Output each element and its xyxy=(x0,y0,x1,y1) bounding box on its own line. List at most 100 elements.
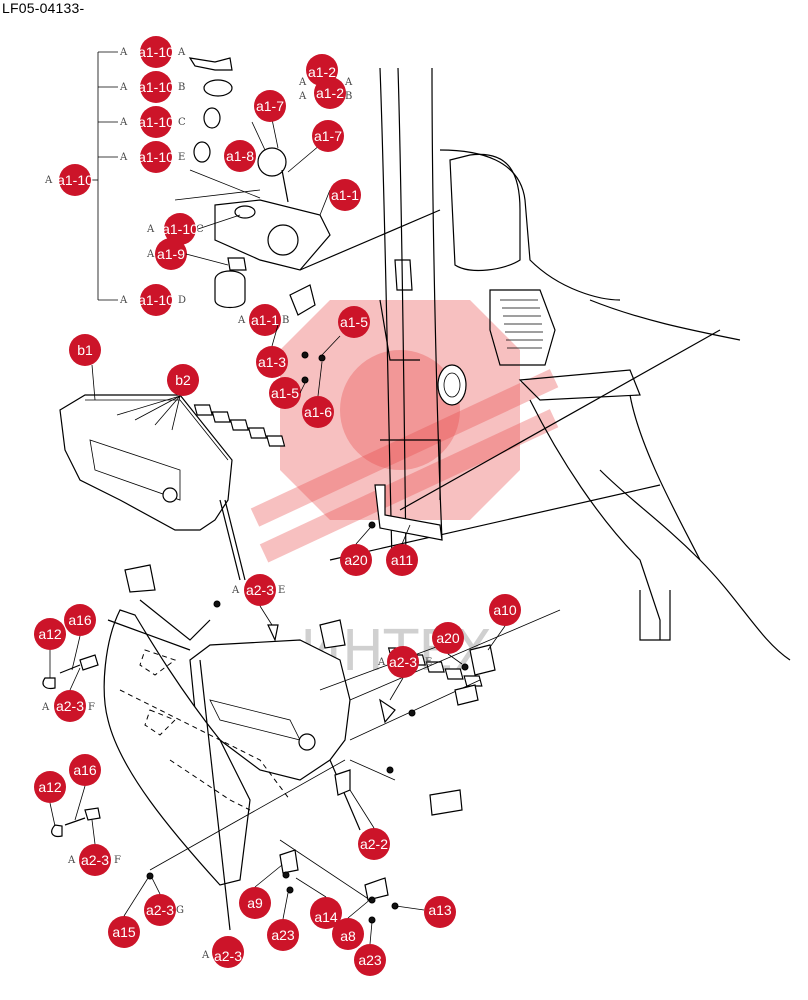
svg-text:a8: a8 xyxy=(340,928,356,944)
callout-a16-top: a16 xyxy=(64,604,96,636)
callout-b1: b1 xyxy=(69,334,101,366)
bracket-a11 xyxy=(368,484,443,541)
callouts: a1-10 a1-10 a1-10 a1-10 a1-10 a1-10 a1-2… xyxy=(34,36,521,976)
tree-prefix: A xyxy=(119,82,128,93)
svg-text:a20: a20 xyxy=(344,552,368,568)
svg-text:a16: a16 xyxy=(73,762,97,778)
callout-a2-2: a2-2 xyxy=(358,828,390,860)
tree-prefix: A xyxy=(119,47,128,58)
callout-a1-9: a1-9 xyxy=(155,238,187,270)
svg-text:a2-3: a2-3 xyxy=(246,582,274,598)
callout-a2-3g: a2-3 xyxy=(144,894,176,926)
svg-text:a1-5: a1-5 xyxy=(340,314,368,330)
upper-dash-panel xyxy=(59,394,286,581)
svg-text:a2-3: a2-3 xyxy=(214,948,242,964)
tree-prefix: A xyxy=(201,950,210,961)
tree-prefix: A xyxy=(119,295,128,306)
callout-a1-10-c2: a1-10 xyxy=(162,213,198,245)
tree-prefix: A xyxy=(119,152,128,163)
tree-prefix: A xyxy=(44,175,53,186)
callout-a16-bot: a16 xyxy=(69,754,101,786)
callout-a12-top: a12 xyxy=(34,618,66,650)
callout-a1-10-c: a1-10 xyxy=(138,106,174,138)
tree-suffix: E xyxy=(178,152,185,163)
svg-text:a1-1: a1-1 xyxy=(331,187,359,203)
tree-suffix: B xyxy=(282,315,289,326)
callout-a9: a9 xyxy=(239,887,271,919)
svg-text:a1-10: a1-10 xyxy=(138,44,174,60)
svg-text:a1-3: a1-3 xyxy=(258,354,286,370)
tree-suffix: F xyxy=(88,702,95,713)
callout-a2-3f-top: a2-3 xyxy=(54,690,86,722)
tree-suffix: E xyxy=(425,657,432,668)
tree-prefix: A xyxy=(377,657,386,668)
callout-a23-left: a23 xyxy=(267,919,299,951)
tree-prefix: A xyxy=(237,315,246,326)
svg-text:a12: a12 xyxy=(38,626,62,642)
callout-a11: a11 xyxy=(386,544,418,576)
callout-a1-10-b: a1-10 xyxy=(138,71,174,103)
callout-a2-3e-mid: a2-3 xyxy=(387,646,419,678)
svg-text:a14: a14 xyxy=(314,909,338,925)
tree-suffix: B xyxy=(345,91,352,102)
svg-text:a2-3: a2-3 xyxy=(146,902,174,918)
svg-text:a1-8: a1-8 xyxy=(226,148,254,164)
svg-text:a1-10: a1-10 xyxy=(138,149,174,165)
callout-a2-3f-bot: a2-3 xyxy=(79,844,111,876)
callout-a14: a14 xyxy=(310,897,342,929)
callout-a1-3: a1-3 xyxy=(256,346,288,378)
callout-a1-10-a: a1-10 xyxy=(138,36,174,68)
callout-a1-5-bot: a1-5 xyxy=(269,377,301,409)
svg-text:a1-9: a1-9 xyxy=(157,246,185,262)
svg-text:a1-10: a1-10 xyxy=(57,172,93,188)
svg-text:a10: a10 xyxy=(493,602,517,618)
svg-text:a1-1: a1-1 xyxy=(251,312,279,328)
svg-text:a1-5: a1-5 xyxy=(271,385,299,401)
svg-text:a12: a12 xyxy=(38,779,62,795)
leader-lines xyxy=(49,214,506,945)
lower-console xyxy=(42,564,561,931)
tree-suffix: G xyxy=(176,905,184,916)
svg-text:a16: a16 xyxy=(68,612,92,628)
svg-text:b2: b2 xyxy=(175,372,191,388)
cab-side-panel xyxy=(299,67,791,661)
svg-text:a1-10: a1-10 xyxy=(162,221,198,237)
tree-suffix: C xyxy=(196,224,204,235)
callout-a1-10-parent: a1-10 xyxy=(57,164,93,196)
callout-b2: b2 xyxy=(167,364,199,396)
svg-text:a2-2: a2-2 xyxy=(360,836,388,852)
callout-a20-right: a20 xyxy=(432,622,464,654)
parts-tree xyxy=(88,51,118,301)
callout-a13: a13 xyxy=(424,896,456,928)
tree-suffix: F xyxy=(114,855,121,866)
callout-a2-3e-top: a2-3 xyxy=(244,574,276,606)
key-switch-parts xyxy=(174,57,331,384)
tree-suffix: E xyxy=(278,585,285,596)
svg-text:a1-2: a1-2 xyxy=(308,64,336,80)
document-id: LF05-04133- xyxy=(2,0,85,16)
callout-a1-10-d: a1-10 xyxy=(138,284,174,316)
callout-a1-8: a1-8 xyxy=(224,140,256,172)
watermark-logo: ИНТЕХ xyxy=(250,300,559,684)
callout-a20-top: a20 xyxy=(340,544,372,576)
callout-a12-bot: a12 xyxy=(34,771,66,803)
tree-prefix: A xyxy=(231,585,240,596)
svg-text:a9: a9 xyxy=(247,895,263,911)
callout-a8: a8 xyxy=(332,918,364,950)
callout-a1-7-top: a1-7 xyxy=(254,90,286,122)
tree-prefix: A xyxy=(119,117,128,128)
callout-a1-2b: a1-2 xyxy=(314,77,346,109)
tree-suffix: D xyxy=(178,295,186,306)
svg-text:a13: a13 xyxy=(428,902,452,918)
tree-suffix: B xyxy=(178,82,185,93)
callout-a1-6: a1-6 xyxy=(302,396,334,428)
svg-text:a1-6: a1-6 xyxy=(304,404,332,420)
tree-prefix: A xyxy=(298,77,307,88)
svg-text:a15: a15 xyxy=(112,924,136,940)
svg-text:a1-10: a1-10 xyxy=(138,292,174,308)
tree-suffix: A xyxy=(177,47,186,58)
svg-text:a11: a11 xyxy=(391,552,414,568)
tree-prefix: A xyxy=(298,91,307,102)
svg-text:a2-3: a2-3 xyxy=(389,654,417,670)
